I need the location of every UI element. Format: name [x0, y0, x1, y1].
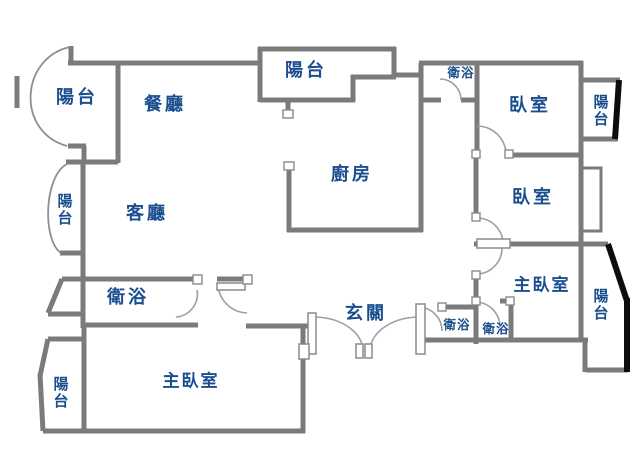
black-balcony-walls: [605, 79, 630, 372]
window-bay: [583, 166, 603, 233]
room-label-foyer: 玄關: [345, 303, 387, 324]
room-label-balcony-left: 陽台: [55, 193, 74, 227]
room-label-master-bedroom-bottom: 主臥室: [162, 371, 220, 392]
room-label-bathroom-left: 衛浴: [107, 287, 149, 308]
room-label-dining-room: 餐廳: [144, 94, 186, 115]
room-label-bedroom-1: 臥室: [509, 95, 551, 116]
room-label-bathroom-top: 衛浴: [447, 64, 475, 80]
door-leaves-and-caps: [192, 109, 515, 360]
room-label-living-room: 客廳: [126, 203, 168, 224]
room-label-kitchen: 廚房: [331, 164, 373, 185]
room-label-balcony-top-center: 陽台: [285, 60, 327, 81]
room-label-master-bedroom-right: 主臥室: [513, 275, 571, 296]
room-label-bathroom-small-2: 衛浴: [482, 320, 510, 336]
room-label-balcony-top-left: 陽台: [56, 87, 98, 108]
curved-balcony-walls: [29, 46, 71, 254]
room-label-balcony-bottom-left: 陽台: [51, 376, 70, 410]
door-arcs: [175, 78, 507, 352]
room-label-bedroom-2: 臥室: [512, 187, 554, 208]
room-label-bathroom-small-1: 衛浴: [443, 316, 471, 332]
room-label-balcony-right-bottom: 陽台: [591, 288, 610, 322]
room-label-balcony-right-top: 陽台: [591, 94, 610, 128]
